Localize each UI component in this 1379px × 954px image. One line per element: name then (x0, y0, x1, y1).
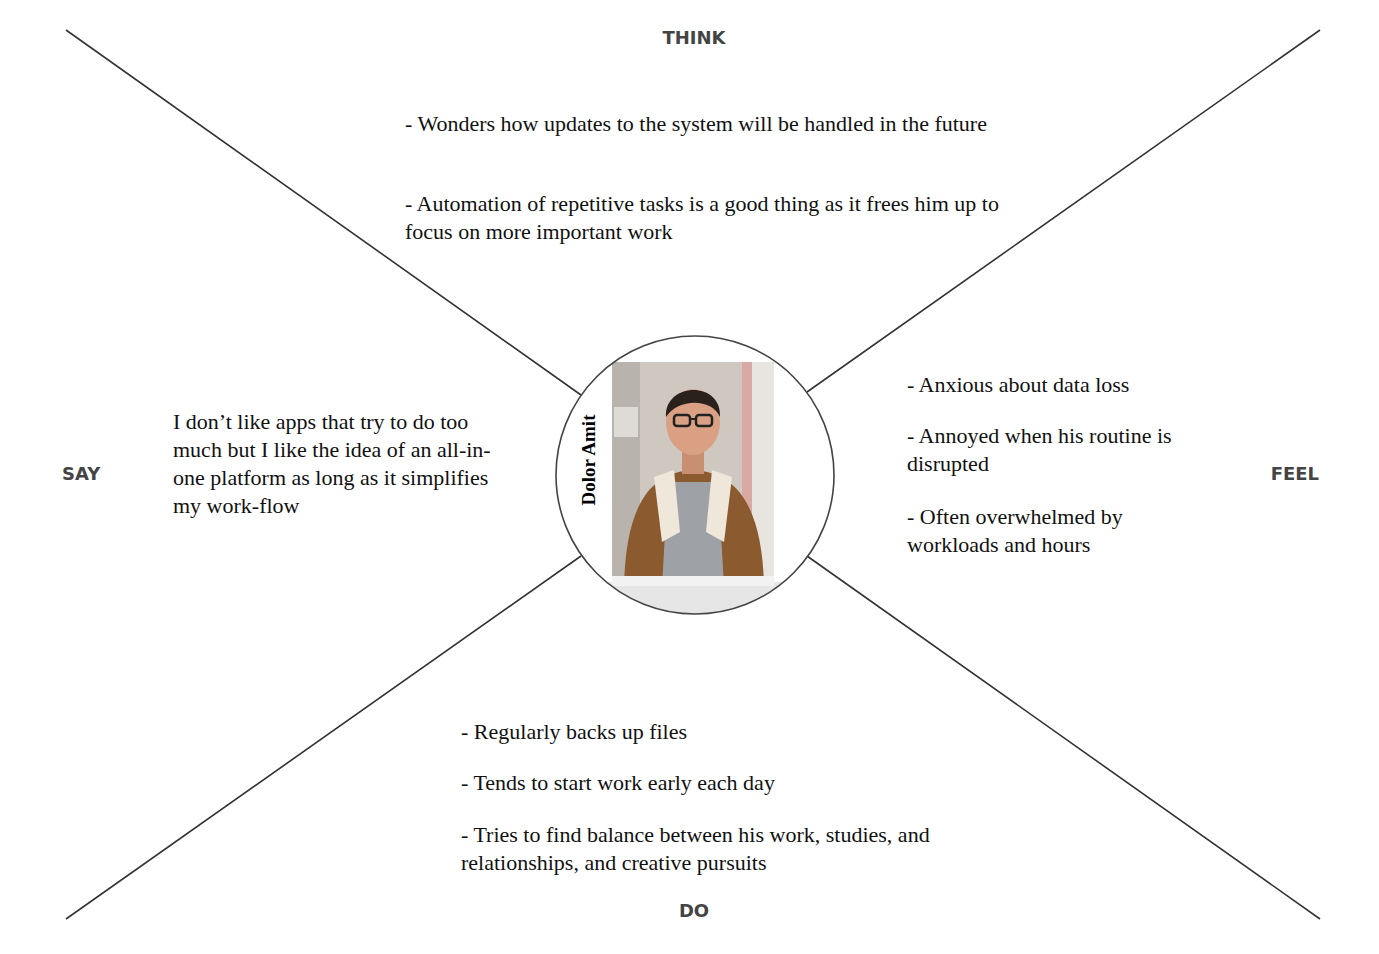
quadrant-note: - Anxious about data loss (907, 371, 1212, 399)
quadrant-note: - Wonders how updates to the system will… (405, 110, 1030, 138)
quadrant-note: I don’t like apps that try to do too muc… (173, 408, 515, 520)
quadrant-note: - Regularly backs up files (461, 718, 956, 746)
quadrant-heading: SAY (62, 463, 122, 485)
quadrant-note: - Automation of repetitive tasks is a go… (405, 190, 1030, 246)
quadrant-note: - Often overwhelmed by workloads and hou… (907, 503, 1212, 559)
quadrant-note: - Annoyed when his routine is disrupted (907, 422, 1212, 478)
persona-name: Dolor Amit (578, 415, 600, 506)
persona-circle: Dolor Amit (554, 334, 836, 616)
quadrant-heading: THINK (644, 27, 744, 49)
quadrant-note: - Tries to find balance between his work… (461, 821, 956, 877)
quadrant-note: - Tends to start work early each day (461, 769, 956, 797)
quadrant-heading: FEEL (1240, 463, 1319, 485)
quadrant-heading: DO (644, 900, 744, 922)
